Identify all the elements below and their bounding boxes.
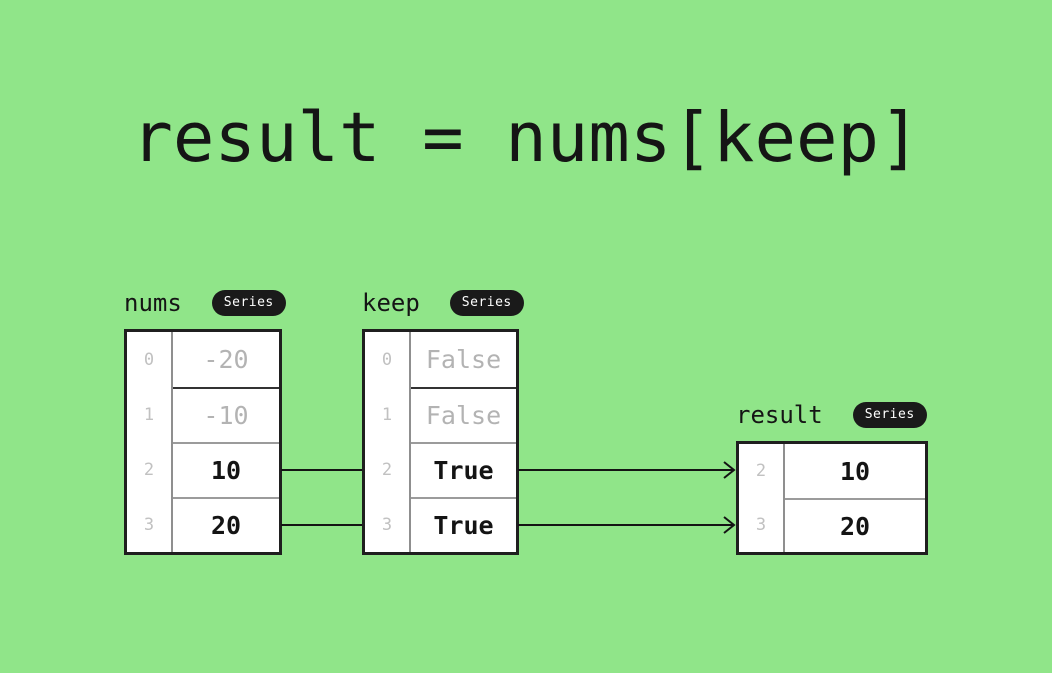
result-header: result Series [736,401,928,429]
value-cell: -20 [203,345,249,374]
nums-value-column: -20 -10 10 20 [171,332,279,552]
nums-series-group: nums Series 0 1 2 3 -20 -10 10 20 [124,289,286,555]
keep-label: keep [362,289,420,317]
index-cell: 1 [143,404,155,425]
result-value-column: 10 20 [783,444,925,552]
nums-header: nums Series [124,289,286,317]
arrowhead-icon [723,461,736,479]
value-cell: 10 [173,442,279,497]
nums-index-column: 0 1 2 3 [127,332,171,552]
index-cell: 1 [381,404,393,425]
keep-header: keep Series [362,289,524,317]
keep-value-column: False False True True [409,332,516,552]
keep-series-group: keep Series 0 1 2 3 False False True Tru… [362,289,524,555]
result-label: result [736,401,823,429]
index-cell: 3 [143,514,155,535]
result-table: 2 3 10 20 [736,441,928,555]
value-cell: 10 [839,456,871,486]
index-cell: 2 [381,459,393,480]
keep-series-badge: Series [449,290,524,316]
value-cell: False [411,387,516,442]
result-index-column: 2 3 [739,444,783,552]
result-series-badge: Series [852,402,927,428]
index-cell: 2 [755,461,767,481]
index-cell: 0 [143,349,155,370]
result-series-group: result Series 2 3 10 20 [736,401,928,555]
index-cell: 0 [381,349,393,370]
value-cell: -10 [173,387,279,442]
index-cell: 2 [143,459,155,480]
keep-table: 0 1 2 3 False False True True [362,329,519,555]
nums-label: nums [124,289,182,317]
value-cell: 20 [785,498,925,552]
nums-table: 0 1 2 3 -20 -10 10 20 [124,329,282,555]
value-cell: True [411,442,516,497]
code-title: result = nums[keep] [131,98,921,178]
value-cell: True [411,497,516,552]
value-cell: 20 [173,497,279,552]
nums-series-badge: Series [211,290,286,316]
keep-index-column: 0 1 2 3 [365,332,409,552]
arrowhead-icon [723,516,736,534]
index-cell: 3 [381,514,393,535]
value-cell: False [425,345,502,374]
index-cell: 3 [755,515,767,535]
